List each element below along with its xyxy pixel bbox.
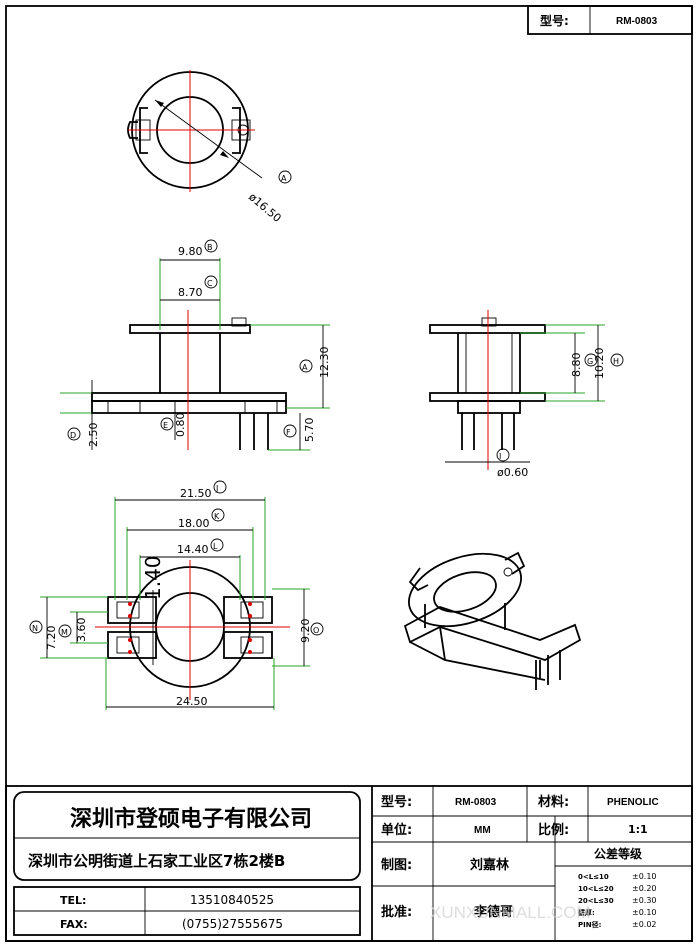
model-label: 型号: [381, 794, 412, 810]
dim-n-tag: N [32, 624, 38, 633]
dim-a2-value: 12.30 [318, 347, 331, 379]
front-view: 9.80 B 8.70 C 12.30 A 2.50 D 0.80 E 5.70… [60, 239, 331, 451]
dim-b-value: 9.80 [178, 245, 203, 258]
dim-g-value: 8.80 [570, 353, 583, 378]
bottom-view: 21.50 J 18.00 K 14.40 L 1.40 7.20 N 3.60… [29, 480, 324, 710]
dim-l-tag: L [213, 542, 218, 551]
tel-label: TEL: [60, 894, 86, 907]
scale-value: 1:1 [628, 823, 648, 836]
dim-k-tag: K [214, 512, 220, 521]
dim-c-tag: C [207, 279, 213, 288]
dim-j-value: 21.50 [180, 487, 212, 500]
tolerance-range-5: PIN径: [578, 920, 602, 929]
dim-a2-tag: A [302, 363, 308, 372]
dim-e-value: 0.80 [174, 413, 187, 438]
dim-n-value: 7.20 [45, 626, 58, 651]
dim-m-value: 3.60 [75, 618, 88, 643]
tolerance-value-1: ±0.10 [632, 872, 657, 881]
dim-m-tag: M [61, 628, 68, 637]
fax-label: FAX: [60, 918, 88, 931]
tel-value: 13510840525 [190, 893, 274, 907]
approved-value: 李德哥 [473, 904, 513, 920]
dim-o-value: 9.20 [299, 619, 312, 644]
dim-b-tag: B [207, 243, 213, 252]
sheet-border [5, 5, 693, 942]
dim-e-tag: E [163, 421, 168, 430]
fax-value: (0755)27555675 [182, 917, 283, 931]
dim-d-tag: D [70, 431, 76, 440]
tolerance-range-4: 壁厚: [578, 908, 595, 917]
dim-a-value: ø16.50 [246, 190, 284, 225]
dim-a-tag: A [281, 174, 287, 183]
approved-label: 批准: [381, 904, 412, 920]
dim-g-tag: G [587, 357, 593, 366]
header-model-box: 型号: RM-0803 [527, 5, 693, 35]
dim-p-value: 24.50 [176, 695, 208, 708]
dim-s-value: 1.40 [141, 555, 165, 600]
tolerance-range-3: 20<L≤30 [578, 897, 614, 905]
dim-k-value: 18.00 [178, 517, 210, 530]
material-value: PHENOLIC [607, 797, 659, 808]
drawn-value: 刘嘉林 [470, 857, 509, 873]
dim-f-value: 5.70 [303, 418, 316, 443]
dim-i-tag: I [499, 452, 501, 461]
dim-h-value: 10.20 [593, 348, 606, 380]
tolerance-range-2: 10<L≤20 [578, 885, 614, 893]
header-model-label: 型号: [540, 13, 569, 28]
dim-l-value: 14.40 [177, 543, 209, 556]
dim-f-tag: F [286, 428, 291, 437]
unit-value: MM [474, 825, 491, 836]
tolerance-title: 公差等级 [594, 846, 642, 861]
side-view: 8.80 10.20 G H I ø0.60 [429, 310, 624, 479]
dim-d-value: 2.50 [87, 423, 100, 448]
drawn-label: 制图: [381, 857, 412, 873]
tolerance-range-1: 0<L≤10 [578, 873, 609, 881]
dim-h-tag: H [613, 357, 619, 366]
dim-j-tag: J [215, 484, 218, 493]
tolerance-value-5: ±0.02 [632, 920, 657, 929]
company-address: 深圳市公明街道上石家工业区7栋2楼B [28, 852, 285, 870]
isometric-view [403, 551, 582, 690]
dim-c-value: 8.70 [178, 286, 203, 299]
tolerance-value-2: ±0.20 [632, 884, 657, 893]
tolerance-value-3: ±0.30 [632, 896, 657, 905]
unit-label: 单位: [381, 822, 412, 838]
header-model-value: RM-0803 [616, 16, 658, 27]
tolerance-value-4: ±0.10 [632, 908, 657, 917]
model-value: RM-0803 [455, 797, 497, 808]
top-view: ø16.50 A [127, 70, 292, 225]
title-block: 深圳市登硕电子有限公司 深圳市公明街道上石家工业区7栋2楼B TEL: 1351… [5, 785, 693, 942]
company-name: 深圳市登硕电子有限公司 [70, 806, 312, 832]
material-label: 材料: [538, 794, 569, 810]
dim-o-tag: O [313, 626, 319, 635]
dim-i-value: ø0.60 [497, 466, 528, 479]
watermark-text: XUNXUNMALL.COM [430, 903, 591, 922]
scale-label: 比例: [538, 822, 569, 838]
